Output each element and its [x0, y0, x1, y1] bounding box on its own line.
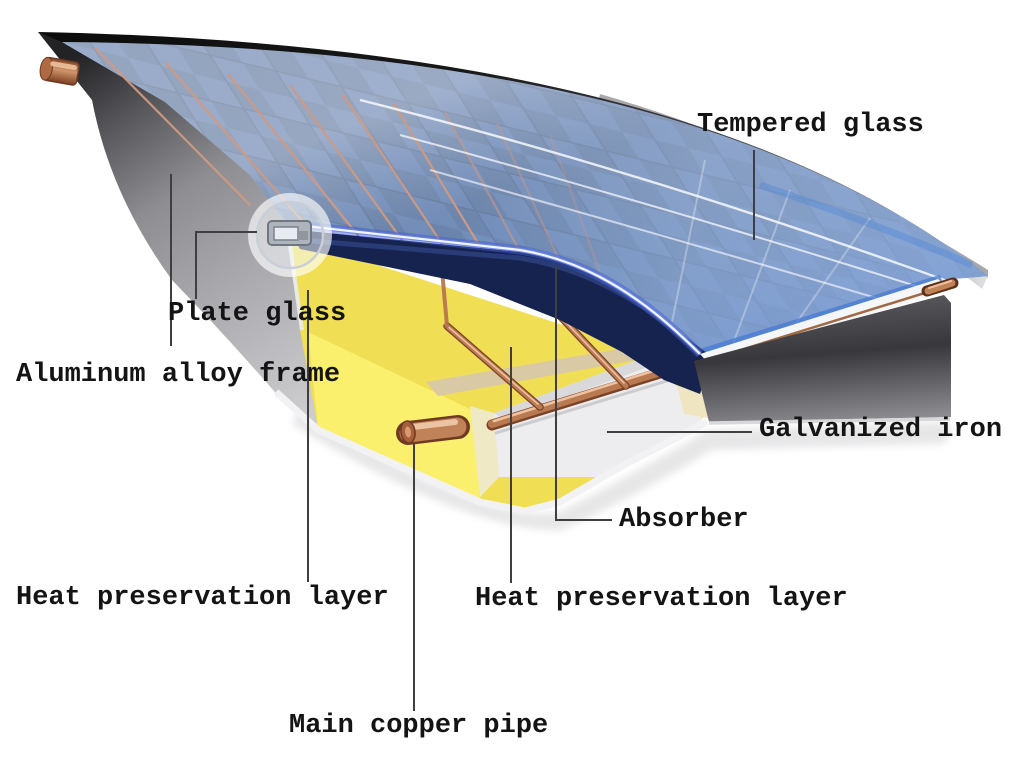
leader-lines [170, 150, 755, 711]
glass-sheen-overlay [62, 42, 988, 356]
frame-profile-glyph [267, 220, 312, 246]
label-galvanized-iron: Galvanized iron [759, 415, 1003, 445]
side-face-bottom-light [708, 417, 951, 425]
copper-riser-pipes [94, 47, 604, 279]
detail-magnifier [248, 193, 332, 277]
corner-pipe-outlet-right [921, 277, 959, 297]
ground-shadow [292, 408, 951, 531]
galvanized-iron-tray [494, 356, 702, 477]
label-aluminum-alloy-frame: Aluminum alloy frame [16, 360, 341, 390]
label-heat-preservation-layer-right: Heat preservation layer [475, 584, 848, 614]
glass-reflection-lines [359, 98, 951, 353]
tray-bottom-rim [273, 389, 709, 515]
label-absorber: Absorber [619, 505, 749, 535]
leader-plate-glass [195, 231, 257, 299]
label-heat-preservation-layer-left: Heat preservation layer [16, 583, 389, 613]
label-tempered-glass: Tempered glass [697, 110, 924, 140]
aluminum-frame-left-face [38, 32, 318, 428]
plate-glass-cut-edge [285, 219, 704, 358]
main-copper-pipe-outlet [396, 415, 470, 445]
cutaway-section [288, 236, 718, 510]
corner-pipe-outlet-left [39, 56, 80, 86]
galvanized-side-face [694, 295, 951, 422]
leader-absorber [555, 266, 612, 521]
insulation-front-face [308, 332, 480, 500]
frame-right-end [694, 279, 951, 425]
glass-top-right-blue [758, 181, 974, 269]
label-main-copper-pipe: Main copper pipe [289, 711, 549, 741]
label-plate-glass: Plate glass [168, 299, 347, 329]
